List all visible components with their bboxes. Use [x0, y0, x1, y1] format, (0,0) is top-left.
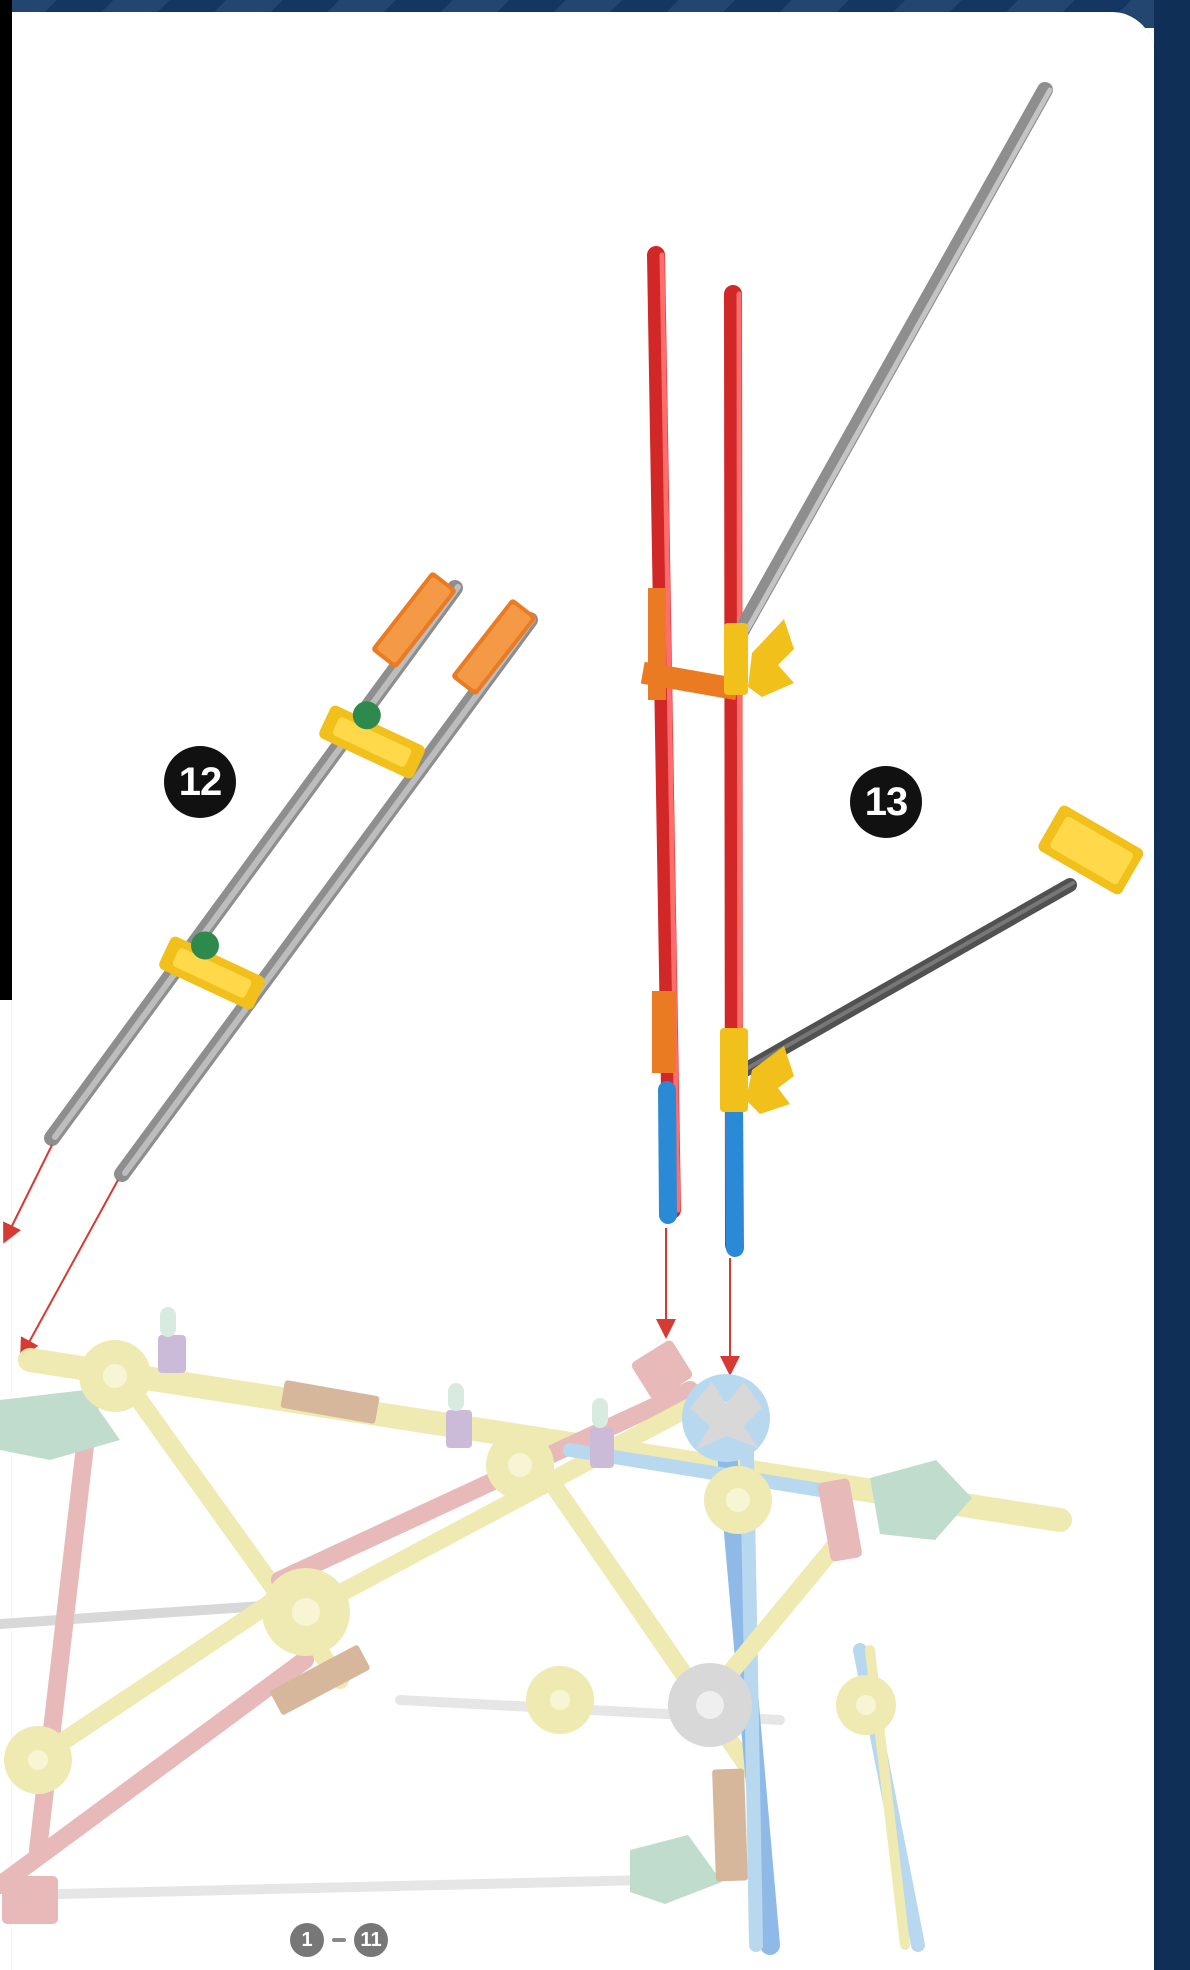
step-range-label: 1 11 [290, 1920, 388, 1960]
step-12-badge: 12 [164, 746, 236, 818]
gray-hub-center [668, 1663, 752, 1747]
base-structure [0, 1307, 1060, 1945]
purple-post-2 [446, 1383, 472, 1448]
yellow-hub-top [724, 619, 794, 697]
step-13-badge: 13 [850, 766, 922, 838]
tan-clip-3 [712, 1768, 748, 1881]
yellow-hub-2 [486, 1431, 554, 1499]
pink-clip-3 [2, 1876, 58, 1924]
purple-post-3 [590, 1398, 614, 1468]
purple-post-1 [158, 1307, 186, 1373]
range-separator [332, 1938, 346, 1942]
yellow-hub-5 [4, 1726, 72, 1794]
mint-connector-bottom [630, 1835, 722, 1904]
range-end-badge: 11 [354, 1923, 388, 1957]
yellow-hub-3 [704, 1466, 772, 1534]
blue-hub [682, 1374, 770, 1462]
mint-connector-right [870, 1460, 972, 1540]
yellow-connector-lower [157, 918, 274, 1011]
yellow-hub-7 [836, 1675, 896, 1735]
yellow-hub-6 [526, 1666, 594, 1734]
step13-assembly [641, 90, 1146, 1372]
yellow-end-connector [1036, 803, 1145, 896]
step12-assembly [5, 571, 537, 1355]
yellow-hub-1 [79, 1340, 151, 1412]
yellow-hub-4 [262, 1568, 350, 1656]
range-start-badge: 1 [290, 1923, 324, 1957]
